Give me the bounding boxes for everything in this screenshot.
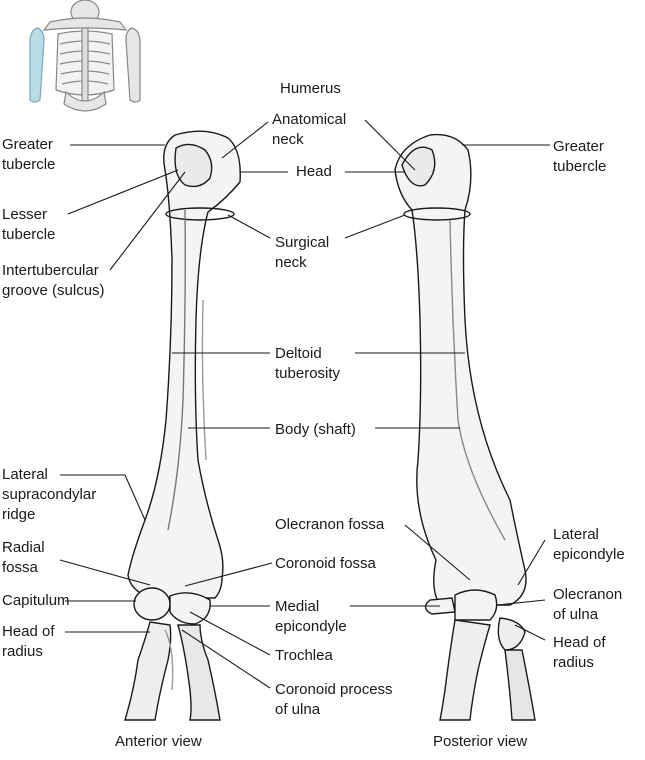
label-lateral-epicondyle: Lateral epicondyle — [553, 526, 625, 563]
skeleton-thumbnail — [29, 0, 141, 112]
anterior-view-caption: Anterior view — [115, 733, 202, 750]
label-medial-epicondyle: Medial epicondyle — [275, 598, 347, 635]
label-greater-tubercle-right: Greater tubercle — [553, 138, 607, 175]
label-head: Head — [296, 163, 332, 180]
label-radial-fossa: Radial fossa — [2, 539, 45, 576]
label-capitulum: Capitulum — [2, 592, 70, 609]
label-anatomical-neck: Anatomical neck — [272, 111, 347, 148]
posterior-view-caption: Posterior view — [433, 733, 528, 750]
label-greater-tubercle-left: Greater tubercle — [2, 136, 56, 173]
posterior-humerus — [394, 133, 536, 721]
label-trochlea: Trochlea — [275, 647, 333, 664]
label-olecranon-fossa: Olecranon fossa — [275, 516, 385, 533]
figure-title: Humerus — [280, 80, 341, 97]
anterior-humerus — [124, 130, 241, 721]
label-coronoid-fossa: Coronoid fossa — [275, 555, 376, 572]
label-surgical-neck: Surgical neck — [275, 234, 330, 271]
label-head-of-radius-right: Head of radius — [553, 634, 606, 671]
label-intertubercular-groove: Intertubercular groove (sulcus) — [2, 262, 105, 299]
leader-lines — [59, 119, 550, 689]
label-lateral-supracondylar-ridge: Lateral supracondylar ridge — [2, 466, 97, 523]
label-body-shaft: Body (shaft) — [275, 421, 356, 438]
label-deltoid-tuberosity: Deltoid tuberosity — [275, 345, 341, 382]
label-coronoid-process: Coronoid process of ulna — [275, 681, 393, 718]
label-olecranon-of-ulna: Olecranon of ulna — [553, 586, 623, 623]
label-head-of-radius-left: Head of radius — [2, 623, 55, 660]
label-lesser-tubercle: Lesser tubercle — [2, 206, 56, 243]
